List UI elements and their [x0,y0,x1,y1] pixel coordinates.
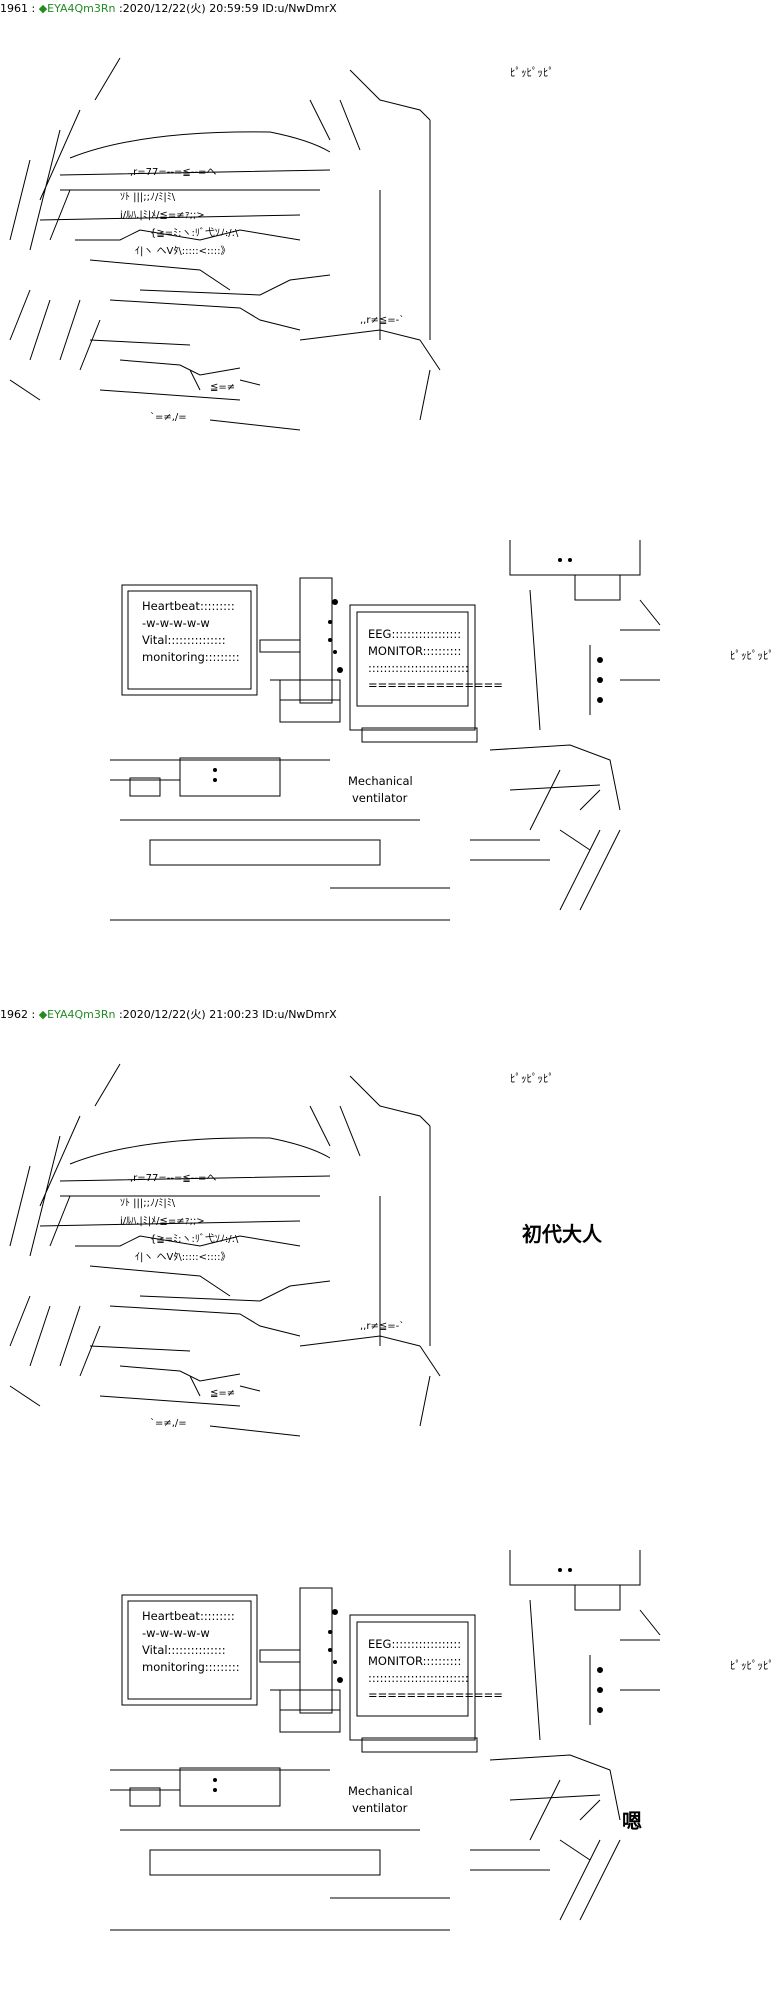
svg-text:≦=≠: ≦=≠ [210,1388,235,1399]
ventilator-label-line: ventilator [352,1801,408,1815]
poster-name[interactable]: ◆EYA4Qm3Rn [38,1008,116,1021]
eeg-monitor-line: ============== [368,1688,503,1702]
eeg-monitor-line: EEG:::::::::::::::::: [368,1637,461,1651]
ascii-art-face-panel: ,r=77=--=≦--=へ ｿﾄ |||;;ﾉ/ﾐ|ﾐ\ i/ﾙﾊ.|ﾐ|ﾒ/… [9,1063,441,1437]
svg-text:i/ﾙﾊ.|ﾐ|ﾒ/≦=≠ｧ;;>: i/ﾙﾊ.|ﾐ|ﾒ/≦=≠ｧ;;> [120,1216,205,1227]
eeg-monitor-line: EEG:::::::::::::::::: [368,627,461,641]
poster-name[interactable]: ◆EYA4Qm3Rn [38,2,116,15]
post-meta: :2020/12/22(火) 20:59:59 ID:u/NwDmrX [119,2,337,15]
svg-text:,,r≠≦=-`: ,,r≠≦=-` [360,314,404,326]
dialogue-text: 初代大人 [522,1222,602,1246]
sound-caption: ﾋﾟｯﾋﾟｯﾋﾟ [730,649,774,662]
eeg-monitor-line: :::::::::::::::::::::::::: [368,661,469,675]
sound-caption: ﾋﾟｯﾋﾟｯﾋﾟ [510,66,554,79]
eeg-monitor-line: :::::::::::::::::::::::::: [368,1671,469,1685]
post-meta: :2020/12/22(火) 21:00:23 ID:u/NwDmrX [119,1008,337,1021]
vital-monitor-line: Heartbeat::::::::: [142,599,235,613]
eeg-monitor-line: MONITOR:::::::::: [368,644,461,658]
vital-monitor-line: Vital::::::::::::::: [142,633,226,647]
svg-text:`=≠,/=: `=≠,/= [150,411,187,423]
vital-monitor-line: monitoring::::::::: [142,650,240,664]
sound-caption: ﾋﾟｯﾋﾟｯﾋﾟ [730,1659,774,1672]
svg-text:,r=77=--=≦--=へ: ,r=77=--=≦--=へ [130,1173,216,1184]
post-separator: : [31,2,36,15]
ventilator-label-line: Mechanical [348,774,413,788]
vital-monitor-line: Vital::::::::::::::: [142,1643,226,1657]
post-number: 1961 [0,2,28,15]
ventilator-label-line: ventilator [352,791,408,805]
post-header-1961: 1961 : ◆EYA4Qm3Rn :2020/12/22(火) 20:59:5… [0,2,337,16]
sound-caption: ﾋﾟｯﾋﾟｯﾋﾟ [510,1072,554,1085]
dialogue-text: 嗯 [622,1809,642,1833]
post-separator: : [31,1008,36,1021]
svg-text:ｲ|ヽ ヘVﾀ\:::::<::::》: ｲ|ヽ ヘVﾀ\:::::<::::》 [135,245,230,257]
svg-text:i/ﾙﾊ.|ﾐ|ﾒ/≦=≠ｧ;;>: i/ﾙﾊ.|ﾐ|ﾒ/≦=≠ｧ;;> [120,210,205,221]
svg-text:{≧=ﾐ:ヽ:ﾘﾞ弋ｿﾉ:/:\: {≧=ﾐ:ヽ:ﾘﾞ弋ｿﾉ:/:\ [150,226,239,239]
svg-text:,r=77=--=≦--=へ: ,r=77=--=≦--=へ [130,167,216,178]
svg-text:`=≠,/=: `=≠,/= [150,1417,187,1429]
vital-monitor-line: -w-w-w-w-w [142,616,210,630]
vital-monitor-line: -w-w-w-w-w [142,1626,210,1640]
svg-text:ｿﾄ |||;;ﾉ/ﾐ|ﾐ\: ｿﾄ |||;;ﾉ/ﾐ|ﾐ\ [120,1198,176,1209]
svg-text:{≧=ﾐ:ヽ:ﾘﾞ弋ｿﾉ:/:\: {≧=ﾐ:ヽ:ﾘﾞ弋ｿﾉ:/:\ [150,1232,239,1245]
vital-monitor-line: Heartbeat::::::::: [142,1609,235,1623]
svg-text:ｿﾄ |||;;ﾉ/ﾐ|ﾐ\: ｿﾄ |||;;ﾉ/ﾐ|ﾐ\ [120,192,176,203]
ascii-art-face-panel: ,r=77=--=≦--=へ ｿﾄ |||;;ﾉ/ﾐ|ﾐ\ i/ﾙﾊ.|ﾐ|ﾒ/… [9,57,441,431]
svg-text:≦=≠: ≦=≠ [210,382,235,393]
ventilator-label-line: Mechanical [348,1784,413,1798]
eeg-monitor-line: ============== [368,678,503,692]
post-header-1962: 1962 : ◆EYA4Qm3Rn :2020/12/22(火) 21:00:2… [0,1008,337,1022]
svg-text:,,r≠≦=-`: ,,r≠≦=-` [360,1320,404,1332]
post-number: 1962 [0,1008,28,1021]
ascii-art-medical-panel: Heartbeat::::::::: -w-w-w-w-w Vital:::::… [110,540,661,921]
eeg-monitor-line: MONITOR:::::::::: [368,1654,461,1668]
ascii-art-medical-panel: Heartbeat::::::::: -w-w-w-w-w Vital:::::… [110,1550,661,1931]
svg-text:ｲ|ヽ ヘVﾀ\:::::<::::》: ｲ|ヽ ヘVﾀ\:::::<::::》 [135,1251,230,1263]
vital-monitor-line: monitoring::::::::: [142,1660,240,1674]
